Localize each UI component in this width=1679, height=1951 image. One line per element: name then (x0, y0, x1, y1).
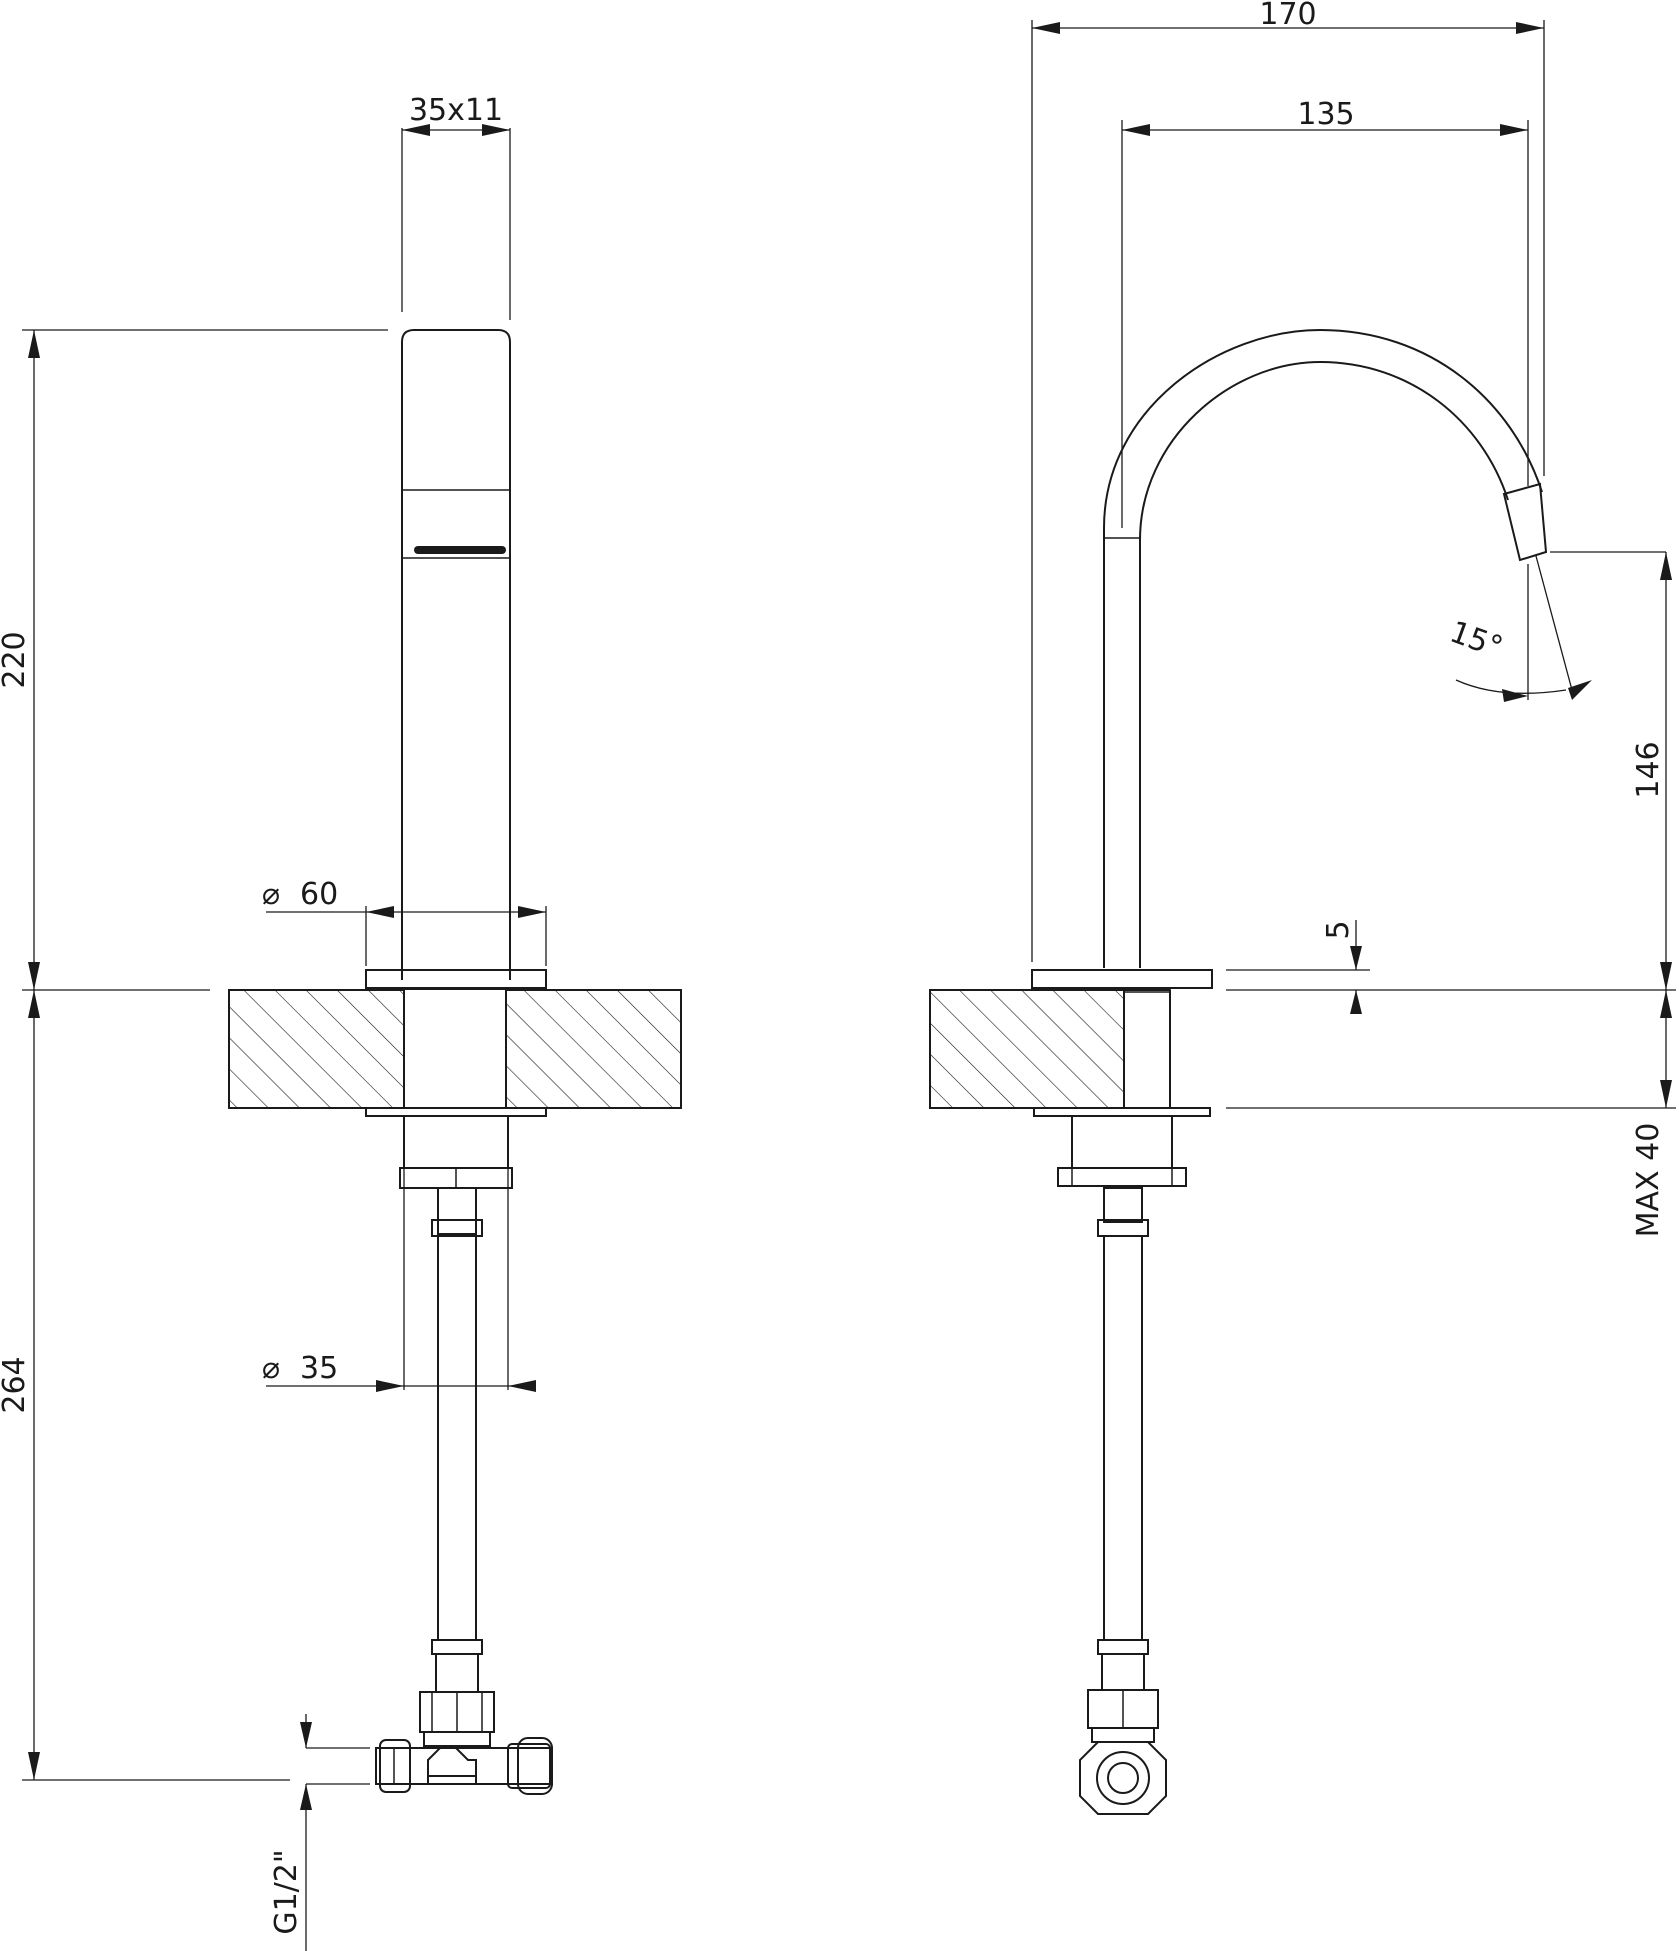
label-max-deck: MAX 40 (1631, 1123, 1666, 1238)
countertop-cutout-left (404, 990, 506, 1108)
diameter-symbol-35: ⌀ (262, 1351, 280, 1386)
stop-valve-front (375, 1691, 553, 1795)
dim-base-thickness: 5 (1226, 920, 1370, 1014)
dim-spout-reach: 135 (1121, 97, 1529, 528)
label-outlet-height: 146 (1631, 741, 1666, 798)
dim-base-diameter: ⌀ 60 (262, 877, 547, 966)
spout-body (401, 329, 511, 980)
label-base-thickness: 5 (1321, 920, 1356, 939)
label-overall-reach: 170 (1259, 0, 1316, 32)
fixing-nut-front (365, 1107, 547, 1117)
front-view: 35x11 220 264 ⌀ 60 (0, 93, 682, 1951)
label-spout-reach: 135 (1297, 97, 1354, 132)
dim-connection-thread: G1/2" (269, 1714, 370, 1951)
flex-hose-side (1103, 1187, 1143, 1223)
label-spout-section: 35x11 (409, 93, 503, 128)
base-plate-front (365, 969, 547, 989)
dim-spout-section: 35x11 (401, 93, 511, 320)
countertop-section-right (929, 989, 1125, 1109)
diameter-symbol-60: ⌀ (262, 877, 280, 912)
dim-outlet-height: 146 (1226, 551, 1676, 991)
dim-overall-reach: 170 (1031, 0, 1545, 962)
dim-shank-diameter: ⌀ 35 (262, 1116, 536, 1392)
label-shank-diameter: 35 (300, 1351, 338, 1386)
dim-max-deck: MAX 40 (1226, 990, 1676, 1237)
dim-spout-height: 220 (0, 329, 388, 991)
fixing-nut-side (1033, 1107, 1211, 1117)
flex-hose-front (437, 1187, 477, 1235)
label-connection-thread: G1/2" (269, 1849, 304, 1934)
label-outlet-angle: 15° (1445, 615, 1507, 666)
stop-valve-side (1079, 1689, 1167, 1815)
label-base-diameter: 60 (300, 877, 338, 912)
base-plate-side (1031, 969, 1213, 989)
dim-below-deck: 264 (0, 990, 290, 1781)
label-spout-height: 220 (0, 631, 32, 688)
side-view: 170 135 15° 146 (929, 0, 1676, 1815)
aerator-slot (414, 546, 506, 554)
gooseneck-spout (1103, 328, 1543, 968)
label-below-deck: 264 (0, 1356, 32, 1413)
outlet-nozzle (1502, 482, 1548, 562)
dim-outlet-angle: 15° (1445, 555, 1592, 702)
